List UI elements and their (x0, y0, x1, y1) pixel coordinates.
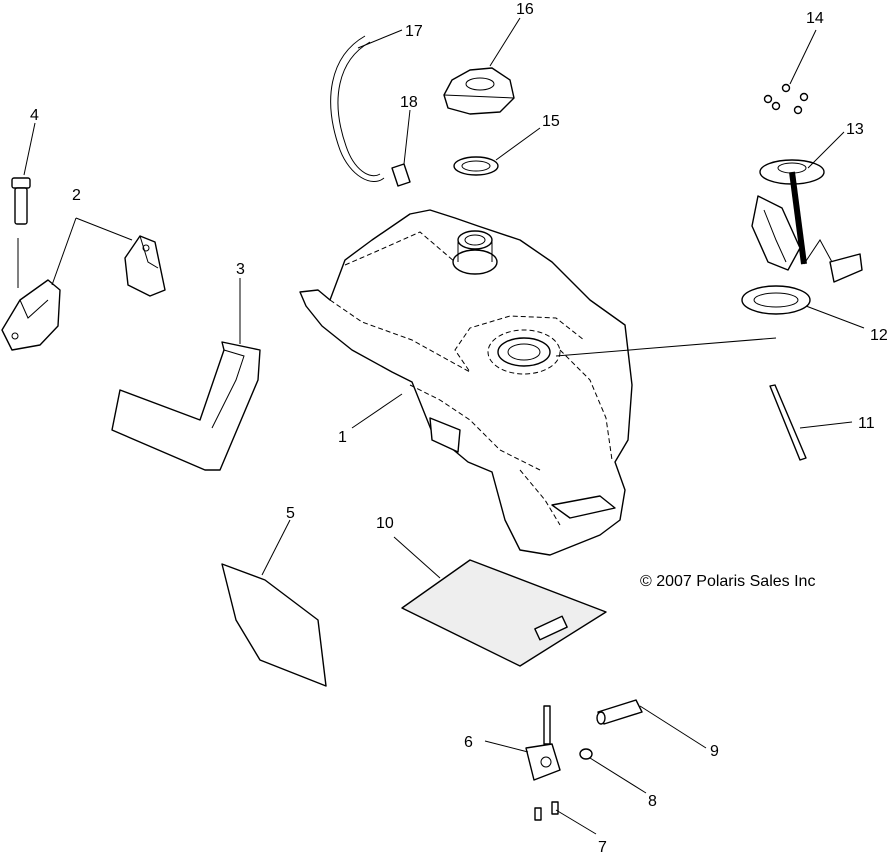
callout-5: 5 (286, 505, 295, 522)
callout-17: 17 (405, 23, 423, 40)
callout-11: 11 (858, 415, 875, 432)
part-5-pad (221, 563, 327, 687)
part-13-fuel-pump (751, 159, 863, 283)
part-3-pad (111, 341, 261, 471)
callout-7: 7 (598, 839, 607, 854)
part-11-rod (769, 384, 807, 461)
callout-6: 6 (464, 734, 473, 751)
callout-3: 3 (236, 261, 245, 278)
callout-18: 18 (400, 94, 418, 111)
callout-14: 14 (806, 10, 824, 27)
callout-8: 8 (648, 793, 657, 810)
callout-4: 4 (30, 107, 39, 124)
callout-12: 12 (870, 327, 888, 344)
callout-15: 15 (542, 113, 560, 130)
part-17-vent-hose (330, 35, 385, 182)
part-12-gasket (741, 285, 811, 315)
callout-2: 2 (72, 187, 81, 204)
callout-1: 1 (338, 429, 347, 446)
callout-16: 16 (516, 1, 534, 18)
part-1-fuel-tank (299, 209, 633, 556)
part-8-fitting (579, 748, 593, 760)
callout-labels: 1 2 3 4 5 6 7 8 9 10 11 12 13 14 15 16 1… (30, 1, 888, 854)
copyright-text: © 2007 Polaris Sales Inc (640, 573, 815, 590)
part-16-fuel-cap (443, 67, 515, 115)
part-9-fuel-line (596, 699, 643, 725)
leader-lines (17, 17, 865, 835)
part-6-petcock (525, 705, 561, 781)
part-4-bolt (11, 177, 31, 225)
callout-9: 9 (710, 743, 719, 760)
part-15-gasket (453, 156, 499, 176)
callout-10: 10 (376, 515, 394, 532)
part-14-screws (763, 83, 809, 115)
callout-13: 13 (846, 121, 864, 138)
part-7-screws (534, 801, 559, 821)
part-2-bracket (1, 235, 166, 351)
part-18-clip (391, 163, 411, 187)
part-10-pad (401, 559, 607, 667)
